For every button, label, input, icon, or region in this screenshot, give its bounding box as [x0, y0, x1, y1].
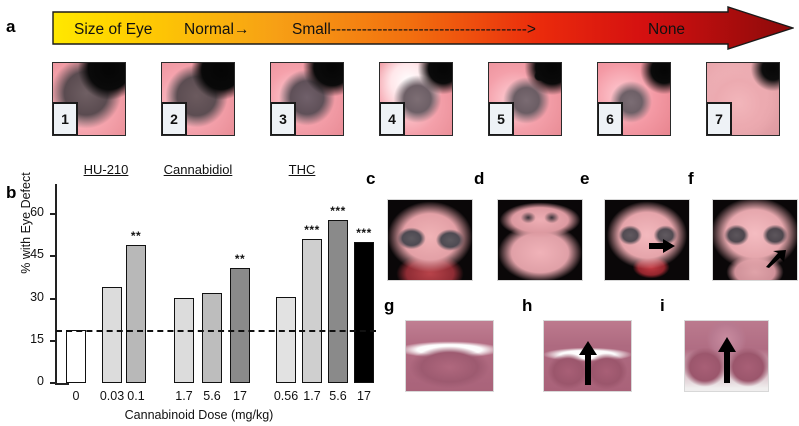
eye-thumbnail-6: 6: [597, 62, 671, 136]
chart-y-tick: [50, 339, 55, 342]
eye-thumbnail-6-badge: 6: [598, 102, 623, 135]
chart-significance-marker: **: [130, 229, 142, 244]
arrow-label-small: Small-----------------------------------…: [292, 21, 536, 38]
chart-y-tick: [50, 297, 55, 300]
fetus-photo-f-image: [713, 200, 797, 280]
chart-y-tick: [50, 382, 55, 384]
pointer-arrow-icon-e: [649, 239, 675, 253]
fetus-photo-f: [712, 199, 798, 281]
histology-photo-g-image: [406, 321, 493, 391]
eye-thumbnail-7: 7: [706, 62, 780, 136]
panel-letter-i: i: [660, 296, 665, 315]
chart-plot-area: 0 15 30 45 60 0 0.03 ** 0.1 1.7 5.6 ** 17 0.56 *** 1.7 *…: [30, 184, 376, 403]
chart-y-tick-label: 60: [30, 205, 44, 220]
chart-significance-marker: ***: [356, 226, 372, 241]
panel-letter-d: d: [474, 169, 485, 188]
chart-group-label-hu210: HU-210: [83, 162, 129, 177]
chart-y-axis-label: % with Eye Defect: [19, 172, 33, 274]
chart-y-axis: [55, 184, 57, 384]
eye-thumbnail-7-badge: 7: [707, 102, 732, 135]
chart-bar: [354, 242, 374, 383]
fetus-photo-c-image: [388, 200, 472, 280]
chart-significance-marker: ***: [304, 223, 320, 238]
pointer-arrow-icon-h: [579, 341, 597, 385]
chart-group-label-cannabidiol: Cannabidiol: [163, 162, 233, 177]
chart-reference-dashed-line: [56, 329, 376, 332]
chart-bar: [126, 245, 146, 383]
fetus-photo-e-image: [605, 200, 689, 280]
chart-x-axis-label: Cannabinoid Dose (mg/kg): [124, 408, 274, 422]
chart-bar: [302, 239, 322, 383]
chart-y-tick: [50, 213, 55, 216]
chart-x-tick-label: 0: [72, 389, 80, 403]
chart-significance-marker: ***: [330, 203, 346, 218]
chart-y-tick-label: 0: [37, 374, 44, 388]
chart-x-tick-label: 5.6: [203, 389, 221, 403]
chart-x-tick-label: 17: [357, 389, 371, 403]
chart-bar: [202, 293, 222, 383]
panel-letter-h: h: [522, 296, 533, 315]
histology-photo-i: [684, 320, 769, 392]
eye-thumbnail-4: 4: [379, 62, 453, 136]
eye-thumbnail-1-badge: 1: [53, 102, 78, 135]
eye-thumbnail-3-badge: 3: [271, 102, 296, 135]
histology-photo-g: [405, 320, 494, 392]
arrow-label-none: None: [648, 21, 685, 38]
chart-group-label-thc: THC: [288, 162, 316, 177]
panel-letter-f: f: [688, 169, 694, 188]
panel-letter-b: b: [6, 183, 17, 202]
chart-x-tick-label: 0.1: [127, 389, 145, 403]
chart-x-tick-label: 1.7: [303, 389, 321, 403]
histology-photo-h: [543, 320, 632, 392]
eye-thumbnail-5: 5: [488, 62, 562, 136]
chart-y-tick-label: 45: [30, 247, 44, 262]
fetus-photo-d-image: [498, 200, 582, 280]
eye-thumbnail-4-badge: 4: [380, 102, 405, 135]
chart-x-tick-label: 5.6: [329, 389, 347, 403]
chart-x-tick-label: 0.03: [99, 389, 125, 403]
chart-y-tick: [50, 255, 55, 258]
fetus-photo-e: [604, 199, 690, 281]
chart-x-tick-label: 17: [233, 389, 247, 403]
fetus-photo-c: [387, 199, 473, 281]
eye-thumbnail-2-badge: 2: [162, 102, 187, 135]
eye-thumbnail-2: 2: [161, 62, 235, 136]
chart-bar: [276, 297, 296, 383]
eye-thumbnail-1: 1: [52, 62, 126, 136]
fetus-photo-d: [497, 199, 583, 281]
bar-chart-panel: b HU-210 Cannabidiol THC % with Eye Defe…: [0, 160, 376, 426]
eye-thumbnail-3: 3: [270, 62, 344, 136]
panel-letter-a: a: [6, 17, 16, 36]
chart-bar: [66, 329, 86, 383]
chart-y-tick-label: 15: [30, 331, 44, 346]
chart-significance-marker: **: [234, 251, 246, 266]
chart-x-tick-label: 1.7: [175, 389, 193, 403]
chart-x-axis: [55, 383, 69, 385]
chart-bar: [102, 287, 122, 383]
panel-letter-c: c: [366, 169, 376, 188]
chart-x-tick-label: 0.56: [273, 389, 299, 403]
arrow-label-normal: Normal→: [184, 21, 249, 38]
chart-bar: [328, 219, 348, 383]
pointer-arrow-icon-i: [718, 337, 736, 383]
chart-bar: [230, 267, 250, 383]
eye-thumbnail-5-badge: 5: [489, 102, 514, 135]
panel-letter-g: g: [384, 296, 395, 315]
chart-bar: [174, 297, 194, 383]
severity-gradient-arrow: Size of Eye Normal→ Small---------------…: [52, 6, 794, 50]
panel-letter-e: e: [580, 169, 590, 188]
arrow-label-size-of-eye: Size of Eye: [74, 21, 152, 38]
chart-y-tick-label: 30: [30, 289, 44, 304]
pointer-arrow-icon-f: [766, 250, 786, 268]
